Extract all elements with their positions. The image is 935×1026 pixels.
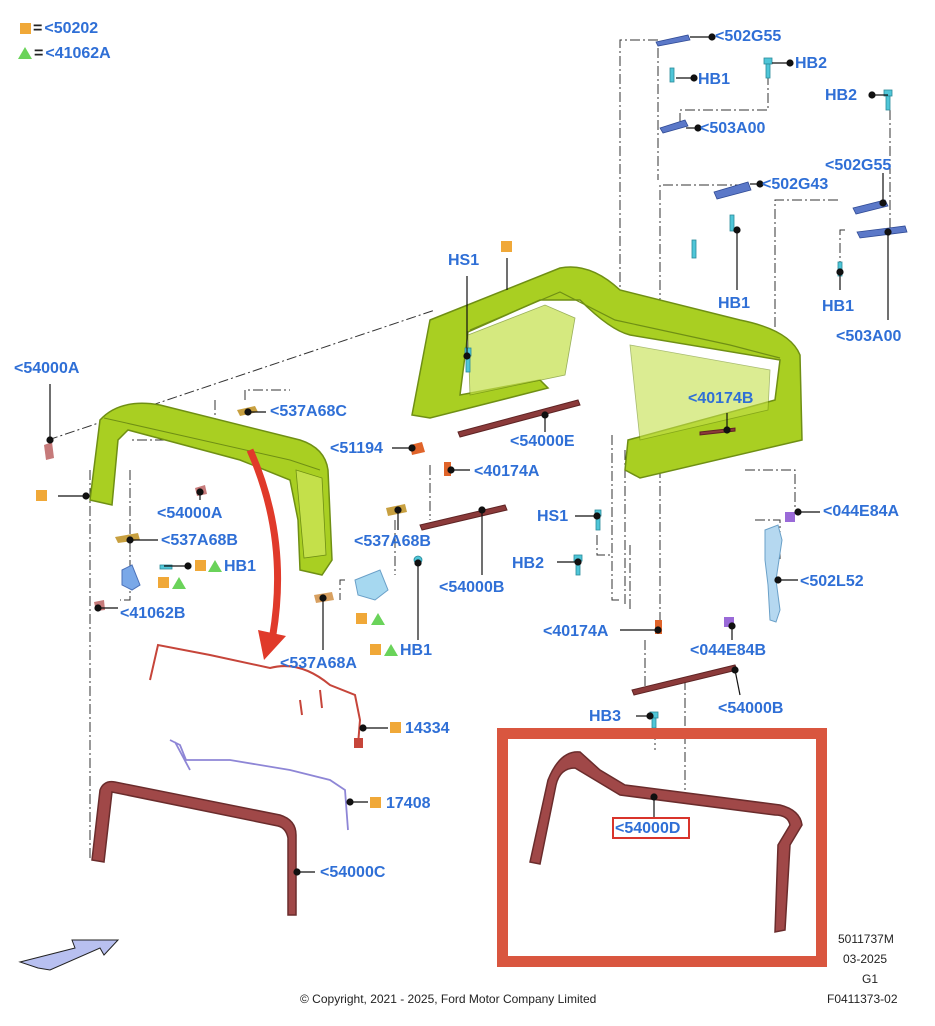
callout-502g55-right[interactable]: <502G55 [825,157,892,174]
highlight-label-54000d [612,817,690,839]
callout-leaders [46,33,892,876]
callout-hb2-right[interactable]: HB2 [825,87,858,104]
callout-hb2-top[interactable]: HB2 [795,55,828,72]
callout-54000a-left[interactable]: <54000A [14,360,80,377]
rear-roof-frame [411,266,803,479]
callout-044e84b[interactable]: <044E84B [690,642,767,659]
callout-537a68b-right[interactable]: <537A68B [354,533,431,550]
legend-code: <50202 [44,20,99,37]
callout-54000c[interactable]: <54000C [320,864,386,881]
callout-17408[interactable]: 17408 [386,795,431,812]
callout-40174a-top[interactable]: <40174A [474,463,540,480]
callout-502g55-top[interactable]: <502G55 [715,28,782,45]
callout-537a68a[interactable]: <537A68A [280,655,357,672]
red-arrow-head [258,630,286,660]
callout-537a68c[interactable]: <537A68C [270,403,347,420]
orientation-arrow [18,939,120,971]
callout-hb3[interactable]: HB3 [589,708,622,725]
callout-503a00-right[interactable]: <503A00 [836,328,902,345]
callout-54000a-mid[interactable]: <54000A [157,505,223,522]
callout-hs1-mid[interactable]: HS1 [537,508,569,525]
callout-51194[interactable]: <51194 [330,440,383,457]
purple-clips [724,512,795,627]
part-number: 5011737M [838,932,894,946]
legend-code: <41062A [45,45,111,62]
callout-hb1-mid[interactable]: HB1 [718,295,751,312]
callout-54000b-right[interactable]: <54000B [718,700,784,717]
front-roof-frame [89,402,333,576]
legend-equals: = [33,20,43,37]
roof-brackets [655,34,908,239]
callout-537a68b-left[interactable]: <537A68B [161,532,238,549]
grade-code: G1 [862,972,879,986]
seal-frame-54000c [91,780,297,916]
harness-14334 [149,643,362,746]
harness-17408 [169,739,349,831]
callout-hb1-bottom[interactable]: HB1 [400,642,433,659]
callout-502g43[interactable]: <502G43 [762,176,829,193]
callout-54000b-left[interactable]: <54000B [439,579,505,596]
triangle-marker-icon [18,47,32,59]
callout-hb2-mid[interactable]: HB2 [512,555,545,572]
callout-502l52[interactable]: <502L52 [800,573,864,590]
callout-hb1-top[interactable]: HB1 [698,71,731,88]
bracket-hb1 [354,569,389,601]
callout-54000e[interactable]: <54000E [510,433,575,450]
harness-14334-connector [354,738,363,748]
figure-id: F0411373-02 [827,992,898,1006]
callout-hs1-top[interactable]: HS1 [448,252,480,269]
copyright-notice: © Copyright, 2021 - 2025, Ford Motor Com… [300,992,597,1006]
inline-markers [36,241,512,808]
callout-hb1-right[interactable]: HB1 [822,298,855,315]
callout-hb1-left[interactable]: HB1 [224,558,257,575]
callout-40174b[interactable]: <40174B [688,390,754,407]
callout-54000d[interactable]: <54000D [615,820,681,837]
issue-date: 03-2025 [843,952,888,966]
callout-40174a-bottom[interactable]: <40174A [543,623,609,640]
callout-14334[interactable]: 14334 [405,720,450,737]
callout-41062b[interactable]: <41062B [120,605,186,622]
legend-equals: = [34,45,44,62]
callout-503a00-top[interactable]: <503A00 [700,120,766,137]
bracket-41062b [121,564,141,591]
red-direction-arrow [246,448,282,641]
callout-044e84a[interactable]: <044E84A [823,503,900,520]
legend-row-triangle: =<41062A [18,45,111,63]
highlight-box-54000d [497,728,827,967]
seal-frame-54000d [529,751,803,933]
legend-row-square: =<50202 [20,20,98,38]
pillar-502l52 [764,524,783,623]
square-marker-icon [20,23,31,34]
